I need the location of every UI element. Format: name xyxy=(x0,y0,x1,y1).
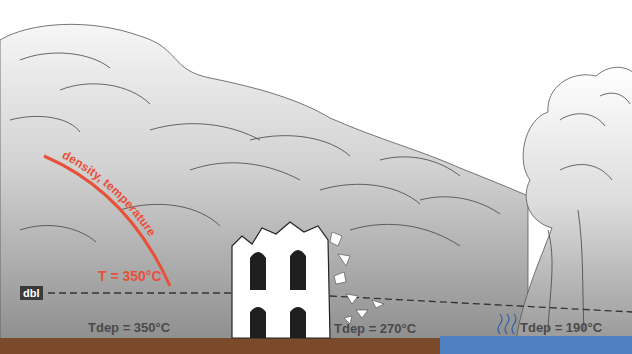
density-current-cloud xyxy=(0,24,528,340)
deposit-temperature: Tdep = 350°C xyxy=(88,321,170,334)
curved-label: density, temperature xyxy=(60,148,159,239)
buoyant-plume xyxy=(516,67,632,340)
temperature-label: T = 350°C xyxy=(98,269,162,283)
tag-text: dbl xyxy=(23,287,40,299)
debris xyxy=(330,232,384,324)
ground xyxy=(0,338,440,354)
steam-symbol xyxy=(498,314,516,334)
boundary-line xyxy=(330,296,632,312)
curved-label-text: density, temperature xyxy=(60,148,159,239)
building-windows xyxy=(250,250,306,338)
water xyxy=(440,336,632,354)
deposit-temperature: Tdep = 270°C xyxy=(334,322,416,335)
deposit-temperature: Tdep = 190°C xyxy=(520,321,602,334)
boundary-line xyxy=(48,292,232,293)
boundary-tag: dbl xyxy=(20,286,43,300)
damaged-building xyxy=(232,222,330,338)
